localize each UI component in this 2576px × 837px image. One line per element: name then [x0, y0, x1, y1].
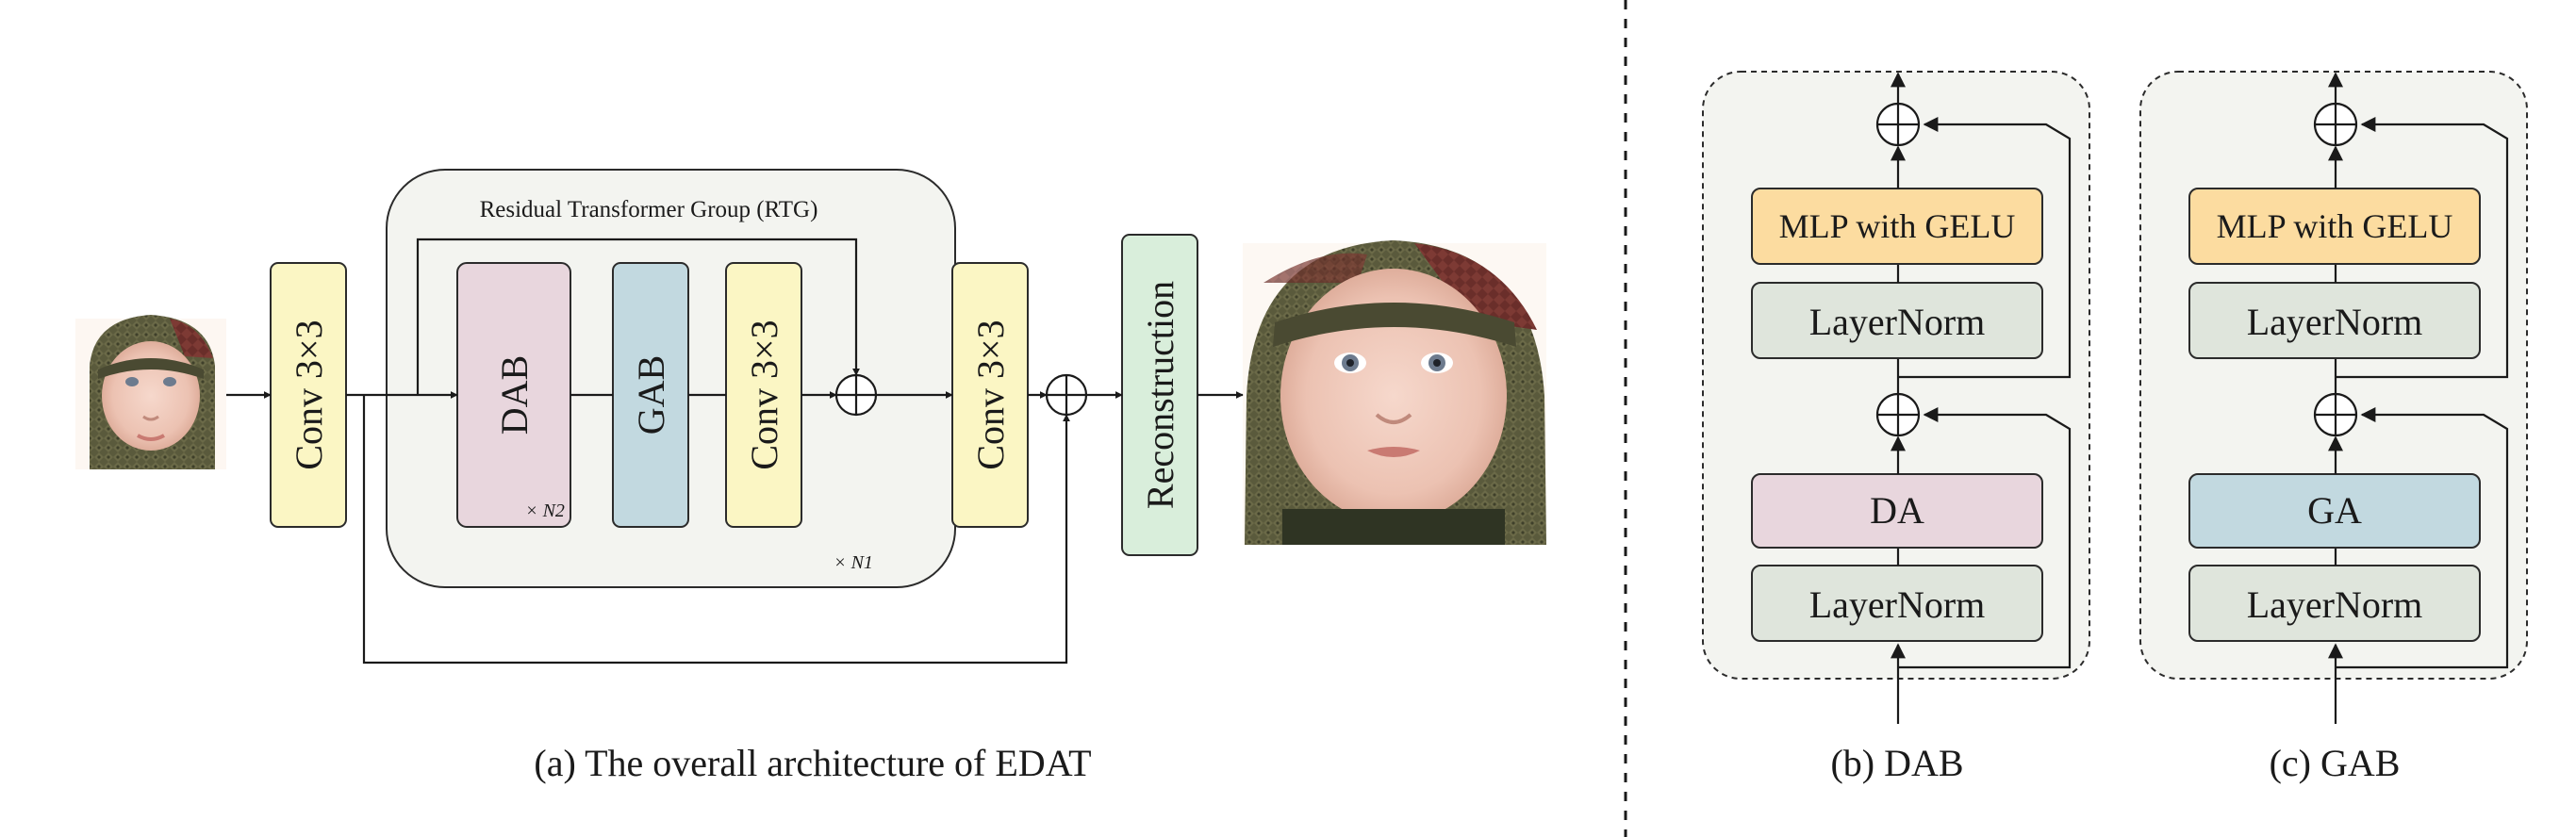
dab-label: DAB [493, 355, 536, 435]
panel-c-caption: (c) GAB [2270, 742, 2401, 784]
conv-rtg-label: Conv 3×3 [743, 320, 785, 469]
panel-b-caption: (b) DAB [1830, 742, 1963, 784]
dab-mlp-label: MLP with GELU [1779, 207, 2016, 245]
reconstruction-label: Reconstruction [1139, 281, 1181, 509]
reconstruction-block: Reconstruction [1121, 234, 1198, 556]
conv-in-block: Conv 3×3 [270, 262, 347, 528]
rtg-repeat-label: × N1 [834, 552, 873, 573]
gab-layernorm-top: LayerNorm [2247, 301, 2423, 343]
gab-layernorm-bottom: LayerNorm [2247, 583, 2423, 626]
conv-out-block: Conv 3×3 [951, 262, 1029, 528]
panel-a-caption: (a) The overall architecture of EDAT [534, 742, 1091, 784]
conv-rtg-block: Conv 3×3 [725, 262, 802, 528]
gab-mlp-label: MLP with GELU [2217, 207, 2453, 245]
input-image [75, 315, 226, 469]
rtg-title: Residual Transformer Group (RTG) [480, 197, 818, 222]
gab-attention-label: GA [2307, 489, 2362, 532]
dab-attention-label: DA [1870, 489, 1924, 532]
panel-b-dab: LayerNorm DA LayerNorm MLP with GELU [1702, 71, 2090, 724]
panel-a-connections [226, 238, 1244, 665]
dab-block: DAB × N2 [456, 262, 571, 528]
gab-label: GAB [630, 355, 672, 435]
panel-c-gab: LayerNorm GA LayerNorm MLP with GELU [2139, 71, 2528, 724]
dab-layernorm-bottom: LayerNorm [1809, 583, 1986, 626]
dab-repeat-label: × N2 [525, 501, 565, 521]
output-image [1243, 240, 1546, 545]
conv-out-label: Conv 3×3 [969, 320, 1012, 469]
conv-in-label: Conv 3×3 [288, 320, 330, 469]
dab-layernorm-top: LayerNorm [1809, 301, 1986, 343]
gab-block: GAB [612, 262, 689, 528]
